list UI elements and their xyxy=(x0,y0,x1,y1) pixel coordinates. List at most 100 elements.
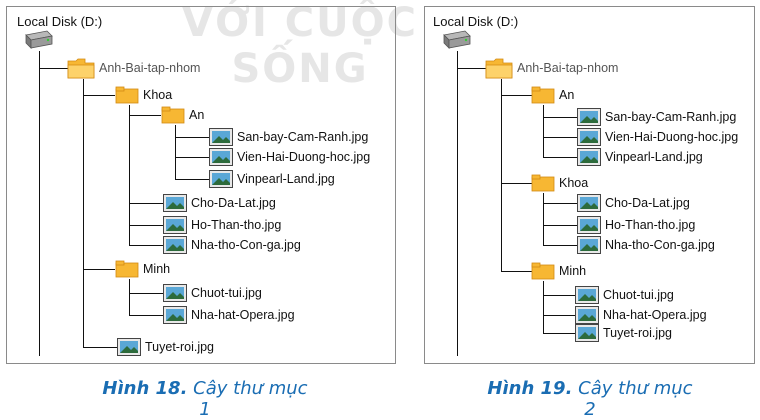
image-file-node[interactable]: Nha-hat-Opera.jpg xyxy=(575,305,707,325)
tree-line xyxy=(543,225,577,226)
caption-number: Hình 18. xyxy=(102,378,188,399)
tree-line xyxy=(501,79,502,271)
tree-line xyxy=(129,225,163,226)
folder-icon xyxy=(67,58,95,79)
tree-line xyxy=(129,203,163,204)
tree-line xyxy=(457,51,458,356)
figure-caption-1: Hình 18. Cây thư mục 1 xyxy=(100,378,310,420)
folder-node[interactable]: An xyxy=(161,105,204,125)
image-file-node[interactable]: Chuot-tui.jpg xyxy=(163,283,262,303)
file-label: Vien-Hai-Duong-hoc.jpg xyxy=(605,130,739,144)
image-file-icon xyxy=(575,324,599,342)
image-file-icon xyxy=(163,194,187,212)
image-file-node[interactable]: Vien-Hai-Duong-hoc.jpg xyxy=(577,127,738,147)
file-label: Ho-Than-tho.jpg xyxy=(605,218,696,232)
image-file-node[interactable]: Nha-tho-Con-ga.jpg xyxy=(163,235,301,255)
file-label: Vinpearl-Land.jpg xyxy=(237,172,335,186)
folder-node[interactable]: Anh-Bai-tap-nhom xyxy=(67,56,200,80)
image-file-node[interactable]: Vien-Hai-Duong-hoc.jpg xyxy=(209,147,370,167)
tree-line xyxy=(83,79,84,347)
tree-line xyxy=(543,295,577,296)
image-file-icon xyxy=(163,216,187,234)
folder-icon xyxy=(115,260,139,278)
image-file-node[interactable]: Chuot-tui.jpg xyxy=(575,285,674,305)
file-label: Nha-tho-Con-ga.jpg xyxy=(605,238,715,252)
image-file-node[interactable]: Ho-Than-tho.jpg xyxy=(577,215,695,235)
root-drive-label: Local Disk (D:) xyxy=(433,13,519,29)
hard-drive-icon xyxy=(23,29,53,51)
root-drive[interactable]: Local Disk (D:) xyxy=(17,11,102,31)
folder-node[interactable]: Minh xyxy=(531,261,586,281)
tree-line xyxy=(129,115,161,116)
folder-label: Anh-Bai-tap-nhom xyxy=(99,61,201,75)
tree-line xyxy=(129,315,163,316)
folder-label: Khoa xyxy=(143,88,173,102)
root-drive[interactable]: Local Disk (D:) xyxy=(433,11,518,31)
file-label: Tuyet-roi.jpg xyxy=(603,326,673,340)
folder-node[interactable]: Minh xyxy=(115,259,170,279)
folder-icon xyxy=(531,86,555,104)
image-file-icon xyxy=(577,108,601,126)
folder-icon xyxy=(531,262,555,280)
tree-line xyxy=(129,293,163,294)
tree-line xyxy=(83,269,115,270)
tree-line xyxy=(501,95,533,96)
image-file-node[interactable]: Vinpearl-Land.jpg xyxy=(209,169,335,189)
image-file-node[interactable]: San-bay-Cam-Ranh.jpg xyxy=(577,107,736,127)
tree-line xyxy=(543,245,577,246)
folder-icon xyxy=(115,86,139,104)
image-file-icon xyxy=(117,338,141,356)
tree-line xyxy=(175,179,209,180)
directory-tree-panel-2: Local Disk (D:) Anh-Bai-tap-nhom An San-… xyxy=(424,6,755,364)
tree-line xyxy=(39,51,40,356)
image-file-node[interactable]: Nha-tho-Con-ga.jpg xyxy=(577,235,715,255)
tree-line xyxy=(457,68,487,69)
image-file-node[interactable]: Ho-Than-tho.jpg xyxy=(163,215,281,235)
figure-caption-2: Hình 19. Cây thư mục 2 xyxy=(480,378,700,420)
tree-line xyxy=(543,105,544,157)
tree-line xyxy=(543,157,577,158)
tree-line xyxy=(129,105,130,245)
tree-line xyxy=(39,68,69,69)
folder-label: Minh xyxy=(143,262,171,276)
file-label: Cho-Da-Lat.jpg xyxy=(605,196,690,210)
image-file-node[interactable]: Tuyet-roi.jpg xyxy=(117,337,214,357)
tree-line xyxy=(543,281,544,333)
image-file-icon xyxy=(577,194,601,212)
tree-line xyxy=(543,333,577,334)
tree-line xyxy=(129,245,163,246)
image-file-icon xyxy=(163,284,187,302)
image-file-icon xyxy=(575,306,599,324)
folder-node[interactable]: Khoa xyxy=(531,173,588,193)
image-file-node[interactable]: Vinpearl-Land.jpg xyxy=(577,147,703,167)
hard-drive-icon xyxy=(441,29,471,51)
tree-line xyxy=(83,95,115,96)
tree-line xyxy=(175,157,209,158)
file-label: Chuot-tui.jpg xyxy=(191,286,262,300)
tree-line xyxy=(543,193,544,245)
image-file-node[interactable]: San-bay-Cam-Ranh.jpg xyxy=(209,127,368,147)
tree-line xyxy=(543,117,577,118)
image-file-node[interactable]: Cho-Da-Lat.jpg xyxy=(577,193,690,213)
file-label: Tuyet-roi.jpg xyxy=(145,340,215,354)
folder-label: Anh-Bai-tap-nhom xyxy=(517,61,619,75)
tree-line xyxy=(129,279,130,315)
folder-node[interactable]: Anh-Bai-tap-nhom xyxy=(485,56,618,80)
folder-node[interactable]: An xyxy=(531,85,574,105)
tree-line xyxy=(543,203,577,204)
image-file-node[interactable]: Nha-hat-Opera.jpg xyxy=(163,305,295,325)
image-file-node[interactable]: Cho-Da-Lat.jpg xyxy=(163,193,276,213)
tree-line xyxy=(175,137,209,138)
directory-tree-panel-1: Local Disk (D:) Anh-Bai-tap-nhom Khoa An… xyxy=(6,6,396,364)
folder-node[interactable]: Khoa xyxy=(115,85,172,105)
folder-icon xyxy=(161,106,185,124)
folder-label: An xyxy=(559,88,575,102)
image-file-icon xyxy=(163,306,187,324)
image-file-node[interactable]: Tuyet-roi.jpg xyxy=(575,323,672,343)
file-label: Ho-Than-tho.jpg xyxy=(191,218,282,232)
root-drive-label: Local Disk (D:) xyxy=(17,13,103,29)
image-file-icon xyxy=(209,128,233,146)
image-file-icon xyxy=(577,148,601,166)
file-label: Nha-tho-Con-ga.jpg xyxy=(191,238,301,252)
image-file-icon xyxy=(209,170,233,188)
